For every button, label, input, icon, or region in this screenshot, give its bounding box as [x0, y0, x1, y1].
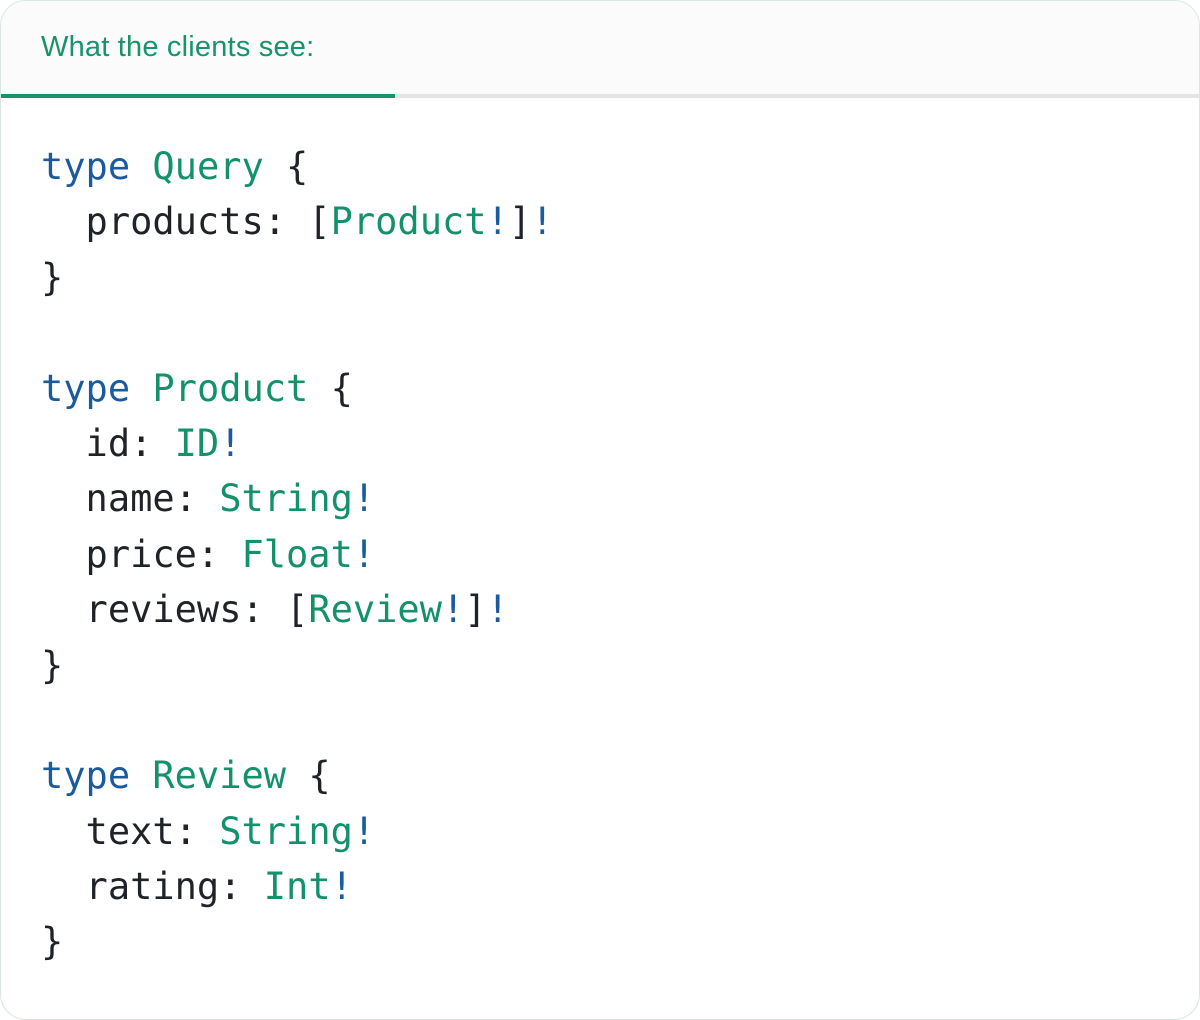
code-block: type Query { products: [Product!]!} type … — [1, 98, 1199, 1019]
code-line: name: String! — [41, 477, 376, 521]
code-line: text: String! — [41, 809, 376, 853]
active-tab-indicator — [1, 94, 395, 98]
tab-bar: What the clients see: — [1, 1, 1199, 98]
code-line — [41, 305, 1159, 360]
code-line: type Review { — [41, 754, 331, 798]
code-line: rating: Int! — [41, 865, 353, 909]
code-line: } — [41, 643, 64, 687]
code-line: price: Float! — [41, 532, 376, 576]
code-line: id: ID! — [41, 421, 242, 465]
code-line: type Product { — [41, 366, 353, 410]
code-line: } — [41, 920, 64, 964]
code-line: reviews: [Review!]! — [41, 588, 509, 632]
tab-label: What the clients see: — [41, 31, 315, 63]
tab-what-clients-see[interactable]: What the clients see: — [1, 1, 395, 94]
code-line — [41, 693, 1159, 748]
code-line: type Query { — [41, 145, 309, 188]
code-line: products: [Product!]! — [41, 200, 554, 244]
code-line: } — [41, 255, 64, 299]
